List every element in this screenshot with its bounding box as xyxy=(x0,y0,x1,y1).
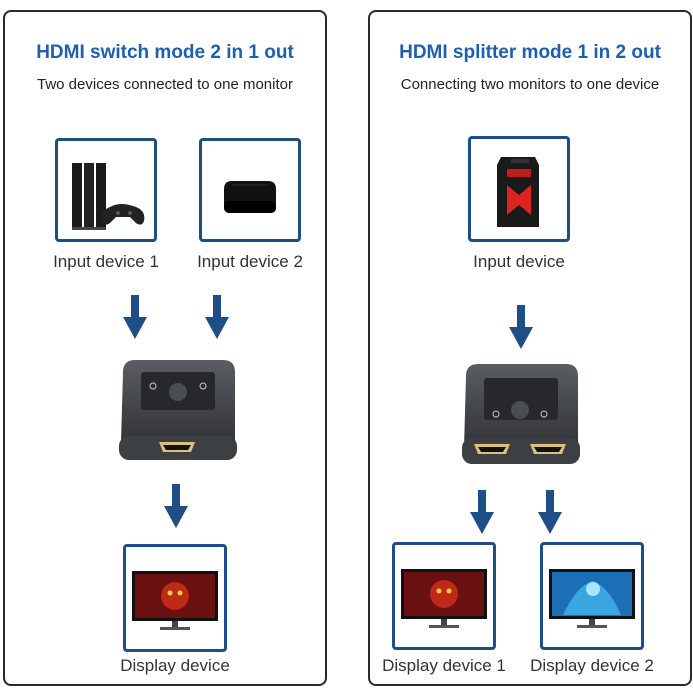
splitter-mode-panel: HDMI splitter mode 1 in 2 out Connecting… xyxy=(368,10,692,686)
display-device-1-frame xyxy=(392,542,496,650)
input-device-2-label: Input device 2 xyxy=(197,252,303,271)
display-device-2-frame xyxy=(540,542,644,650)
hdmi-switch-icon xyxy=(119,360,237,460)
arrow-down-icon xyxy=(123,295,147,339)
input-device-1-frame xyxy=(55,138,157,242)
switch-mode-panel: HDMI switch mode 2 in 1 out Two devices … xyxy=(3,10,327,686)
game-console-icon xyxy=(72,163,145,230)
display-device-label: Display device xyxy=(120,656,230,675)
arrow-down-icon xyxy=(470,490,494,534)
display-device-frame xyxy=(123,544,227,652)
hdmi-splitter-icon xyxy=(462,364,580,464)
display-device-1-label: Display device 1 xyxy=(382,656,506,675)
streaming-box-icon xyxy=(224,181,276,213)
splitter-mode-subtitle: Connecting two monitors to one device xyxy=(400,76,660,93)
monitor-icon xyxy=(549,569,635,628)
monitor-icon xyxy=(132,571,218,630)
switch-mode-title: HDMI switch mode 2 in 1 out xyxy=(36,42,294,63)
arrow-down-icon xyxy=(538,490,562,534)
input-device-label: Input device xyxy=(473,252,565,271)
switch-mode-subtitle: Two devices connected to one monitor xyxy=(37,76,293,93)
arrow-down-icon xyxy=(164,484,188,528)
monitor-icon xyxy=(401,569,487,628)
input-device-frame xyxy=(468,136,570,242)
splitter-mode-title: HDMI splitter mode 1 in 2 out xyxy=(399,42,661,63)
arrow-down-icon xyxy=(509,305,533,349)
arrow-down-icon xyxy=(205,295,229,339)
input-device-2-frame xyxy=(199,138,301,242)
input-device-1-label: Input device 1 xyxy=(53,252,159,271)
pc-tower-icon xyxy=(497,157,539,227)
display-device-2-label: Display device 2 xyxy=(530,656,654,675)
